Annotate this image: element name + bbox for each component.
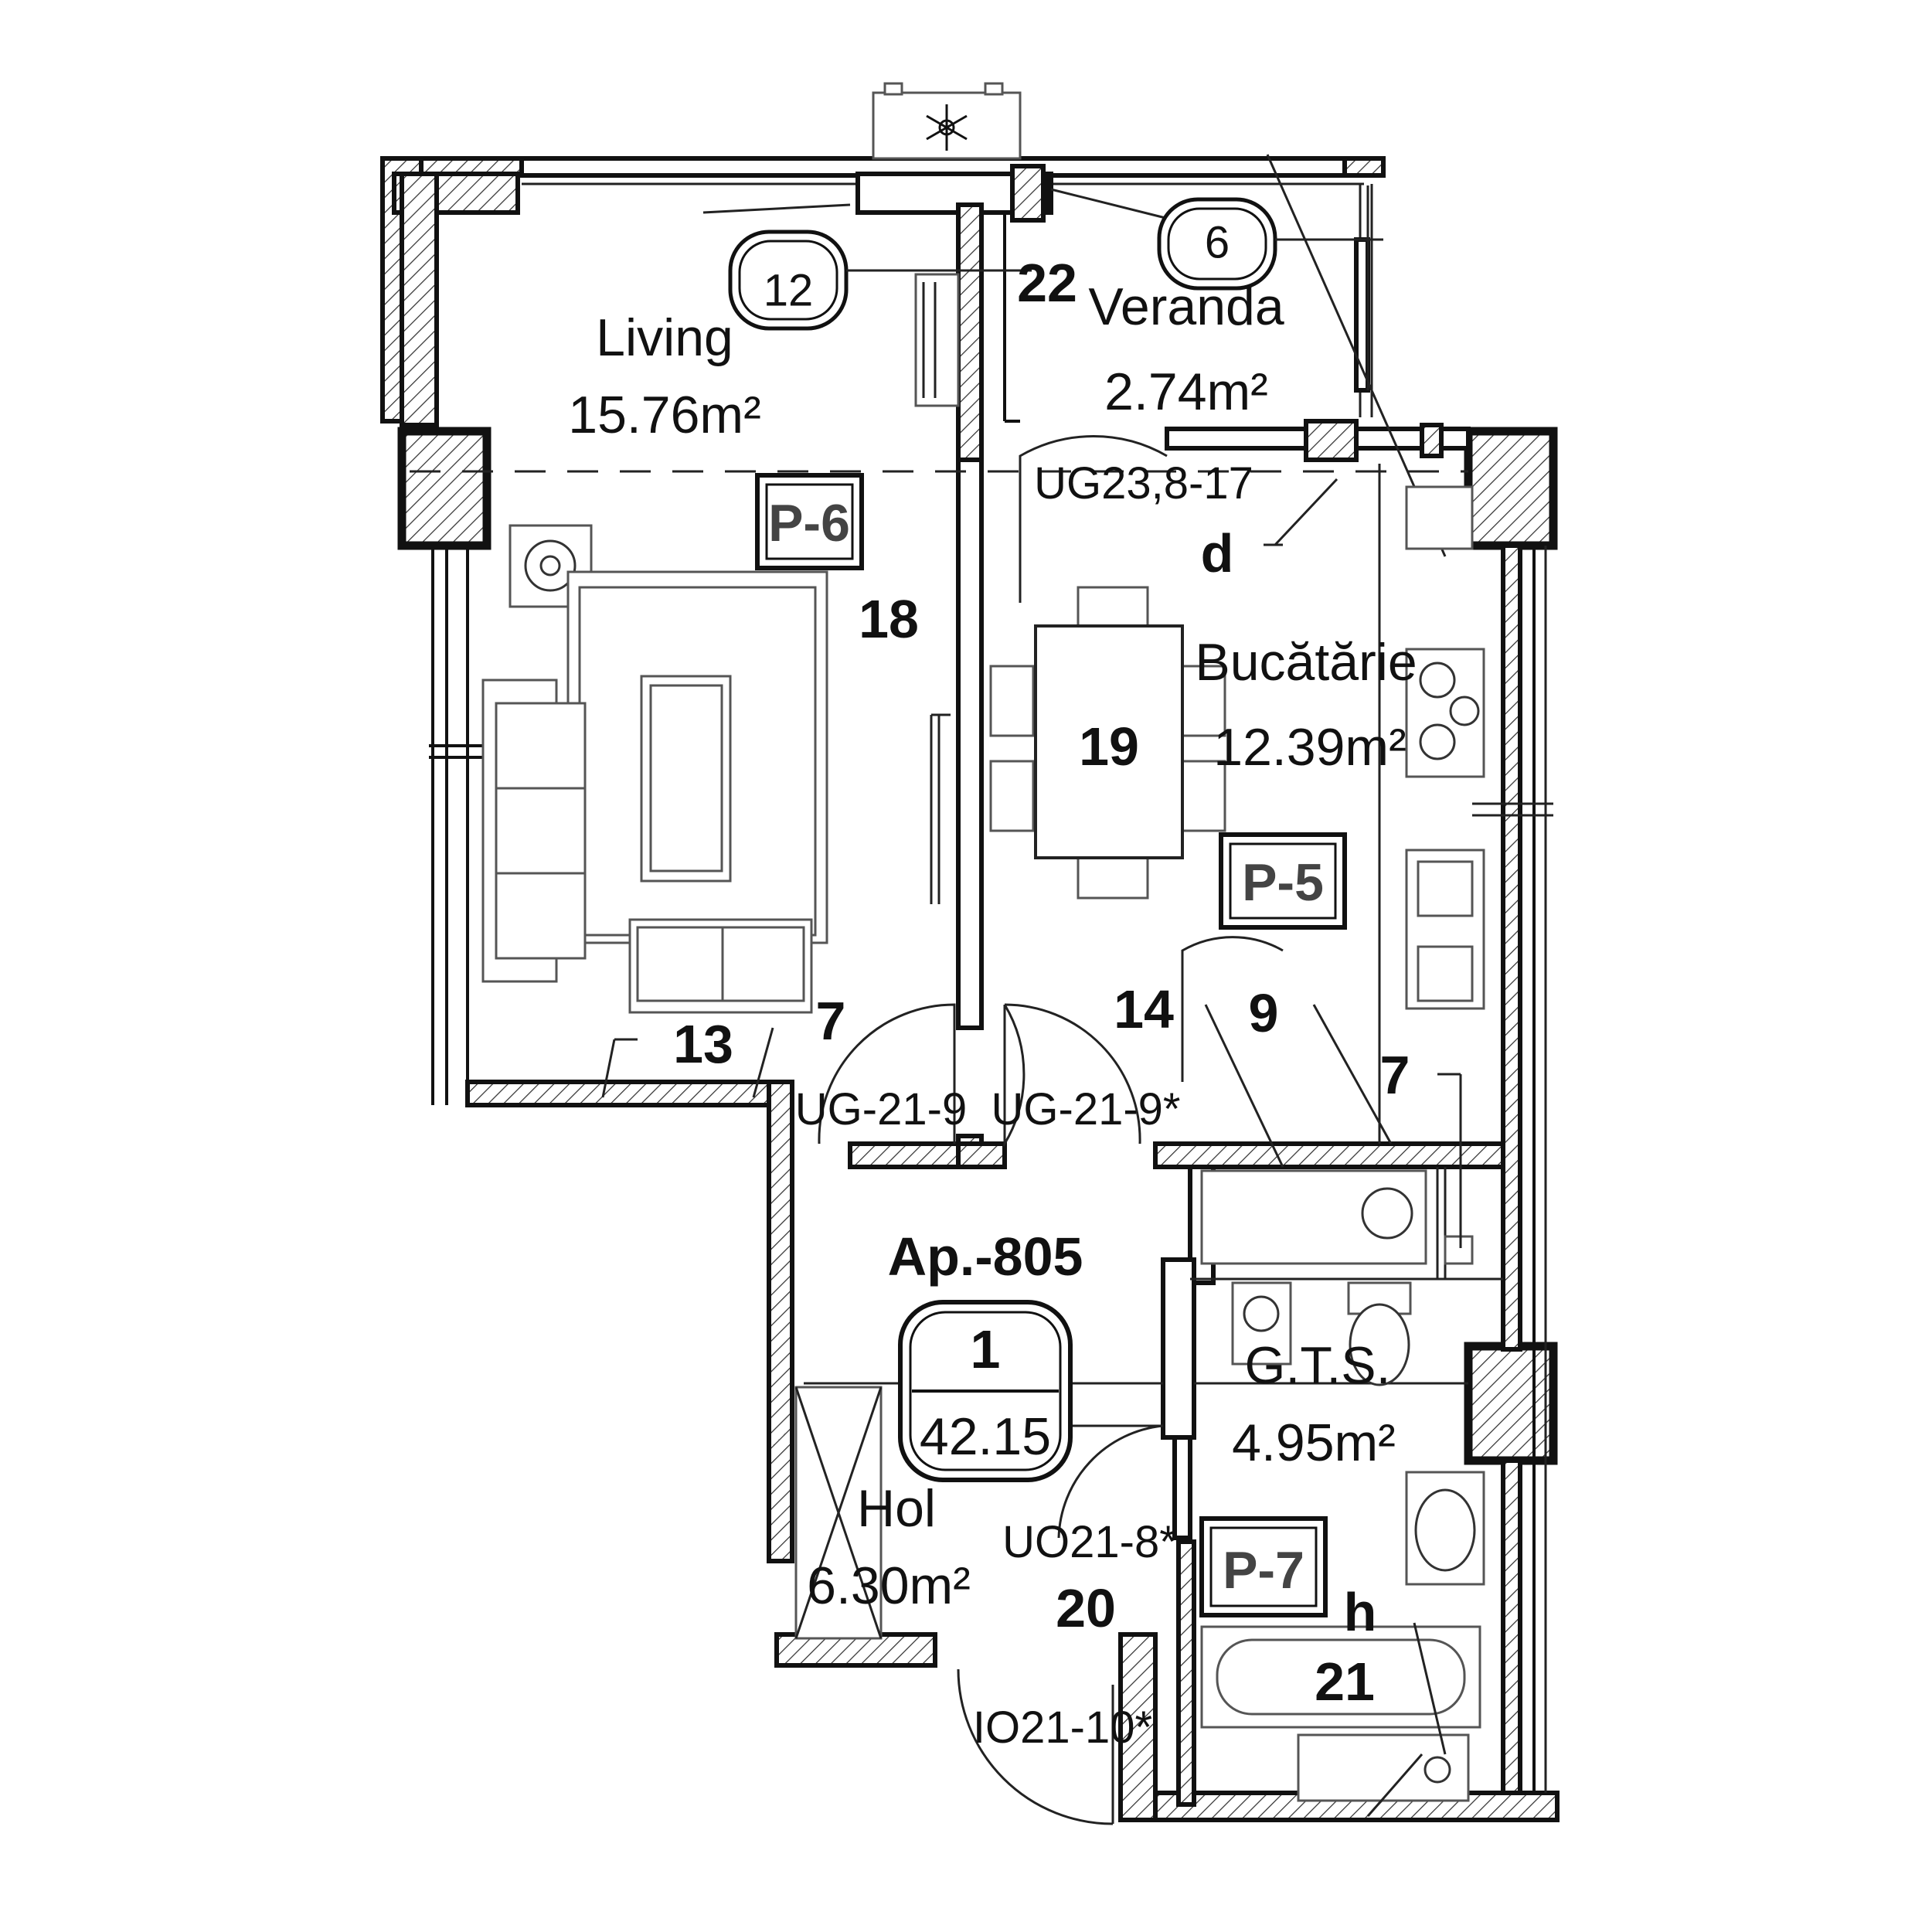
apartment-rooms-count: 1 (971, 1319, 1001, 1379)
marker-20: 20 (1056, 1578, 1116, 1638)
room-area-kitchen: 12.39m² (1213, 718, 1406, 777)
room-name-living: Living (596, 308, 733, 367)
living-outer-wall (380, 156, 1053, 427)
living-west-wall (429, 546, 487, 1105)
bathroom-fixtures (1200, 1281, 1485, 1802)
marker-13: 13 (673, 1014, 733, 1074)
doors (702, 188, 1284, 1825)
room-area-living: 15.76m² (568, 386, 760, 444)
dining-set (989, 586, 1226, 900)
leader-lines (601, 478, 1447, 1817)
door-code-veranda-kitchen: UG23,8-17 (1034, 458, 1253, 509)
veranda-walls (1003, 154, 1471, 557)
tag-p6: P-6 (755, 473, 864, 570)
room-area-gts: 4.95m² (1232, 1413, 1396, 1472)
living-furniture (481, 524, 951, 1014)
marker-19: 19 (1079, 716, 1139, 777)
apartment-badge: 1 42.15 (898, 1300, 1073, 1482)
door-code-living: UG-21-9 (795, 1084, 967, 1134)
svg-text:P-6: P-6 (768, 494, 850, 553)
kitchen-counter (1378, 464, 1485, 1144)
structural-columns (397, 427, 1558, 1465)
marker-14: 14 (1114, 979, 1174, 1039)
ac-pipe-block (1010, 164, 1046, 223)
door-code-bath: UO21-8* (1002, 1517, 1177, 1567)
marker-21: 21 (1315, 1651, 1375, 1712)
east-walls (1472, 543, 1553, 1795)
marker-7-kitchen: 7 (1380, 1045, 1410, 1105)
room-area-veranda: 2.74m² (1104, 362, 1268, 421)
door-code-kitchen: UG-21-9* (992, 1084, 1181, 1134)
room-name-hall: Hol (857, 1479, 936, 1538)
room-name-gts: G.T.S. (1245, 1336, 1391, 1395)
apartment-total-area: 42.15 (920, 1407, 1051, 1466)
marker-letter-d: d (1201, 523, 1234, 583)
marker-22: 22 (1017, 253, 1077, 313)
marker-9: 9 (1249, 983, 1279, 1043)
tag-living-circle: 12 (728, 230, 849, 331)
svg-text:12: 12 (764, 265, 814, 315)
tag-p7: P-7 (1199, 1516, 1328, 1617)
snowflake-icon (926, 104, 968, 151)
svg-text:P-5: P-5 (1242, 853, 1324, 912)
marker-18: 18 (859, 589, 919, 649)
marker-7-living: 7 (816, 991, 846, 1051)
hall-bath-walls (848, 1141, 1505, 1807)
room-area-hall: 6.30m² (807, 1556, 971, 1615)
svg-text:6: 6 (1205, 217, 1230, 267)
svg-text:P-7: P-7 (1223, 1541, 1304, 1600)
radiator (914, 273, 960, 407)
utility-niche (1200, 1073, 1474, 1265)
door-code-entry: IO21-10* (973, 1702, 1152, 1753)
hall-wardrobe (794, 1386, 883, 1640)
ac-outdoor-unit (872, 82, 1022, 160)
tag-veranda-circle: 6 (1157, 197, 1277, 291)
tag-p5: P-5 (1219, 832, 1347, 930)
marker-letter-h: h (1344, 1582, 1377, 1642)
room-name-kitchen: Bucătărie (1195, 633, 1417, 692)
apartment-name: Ap.-805 (888, 1226, 1083, 1287)
